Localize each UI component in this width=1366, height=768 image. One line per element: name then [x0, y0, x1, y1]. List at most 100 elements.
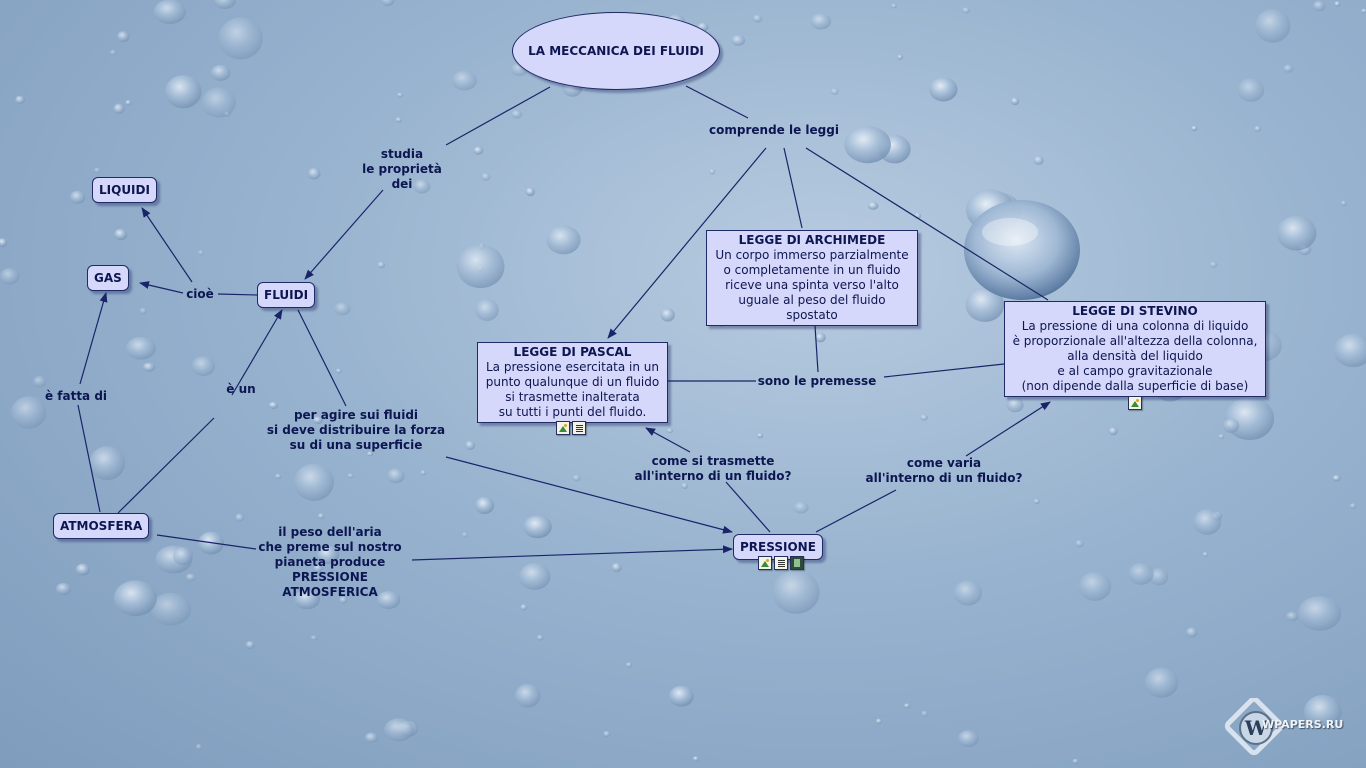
water-drop — [475, 496, 495, 515]
fluidi-node[interactable]: FLUIDI — [257, 282, 316, 308]
water-drop — [294, 463, 334, 501]
stevino-attachments — [1128, 396, 1142, 410]
pascal-attachments — [556, 421, 586, 435]
legge-archimede-box[interactable]: LEGGE DI ARCHIMEDE Un corpo immerso parz… — [706, 230, 918, 326]
water-drop — [245, 640, 255, 649]
water-drop — [195, 744, 203, 750]
legge-pascal-title: LEGGE DI PASCAL — [513, 345, 632, 359]
legge-pascal-box[interactable]: LEGGE DI PASCAL La pressione esercitata … — [477, 342, 668, 423]
water-drop — [481, 172, 491, 181]
water-drop — [666, 428, 674, 434]
legge-archimede-line: uguale al peso del fluido spostato — [738, 293, 886, 322]
water-drop — [611, 562, 622, 573]
image-icon[interactable] — [556, 421, 570, 435]
legge-pascal-line: su tutti i punti del fluido. — [498, 405, 647, 419]
water-drop — [473, 146, 484, 155]
water-drop — [660, 308, 675, 322]
link-label-comprende: comprende le leggi — [709, 123, 839, 137]
water-drop — [173, 546, 193, 566]
water-drop — [1209, 261, 1218, 268]
water-drop — [875, 718, 883, 724]
image-icon[interactable] — [1128, 396, 1142, 410]
water-drop — [15, 95, 25, 104]
water-drop — [810, 13, 832, 30]
water-drop — [109, 49, 117, 56]
water-drop — [294, 588, 320, 610]
water-drop — [511, 109, 522, 119]
water-drop — [165, 75, 202, 109]
water-drop — [890, 3, 897, 9]
water-drop — [395, 117, 403, 123]
water-drop — [1108, 427, 1118, 436]
water-drop — [921, 710, 929, 717]
water-drop — [756, 432, 764, 439]
svg-text:W: W — [1244, 716, 1268, 740]
legge-stevino-box[interactable]: LEGGE DI STEVINO La pressione di una col… — [1004, 301, 1266, 397]
pressione-attachments — [758, 556, 804, 570]
link-label-e-un: è un — [226, 382, 256, 396]
document-icon[interactable] — [774, 556, 788, 570]
water-drop — [339, 596, 348, 604]
water-drop — [380, 0, 395, 7]
liquidi-label: LIQUIDI — [99, 183, 150, 197]
liquidi-node[interactable]: LIQUIDI — [92, 177, 157, 203]
water-drop — [0, 238, 8, 247]
film-icon[interactable] — [790, 556, 804, 570]
water-drop — [1333, 333, 1366, 368]
document-icon[interactable] — [572, 421, 586, 435]
water-drop — [456, 244, 505, 289]
legge-archimede-title: LEGGE DI ARCHIMEDE — [738, 233, 886, 247]
water-drop — [126, 336, 156, 360]
water-drop — [953, 580, 983, 606]
water-drop — [475, 299, 499, 321]
water-drop — [201, 87, 236, 118]
water-drop — [1254, 9, 1291, 43]
water-drop — [376, 591, 401, 609]
water-drop — [903, 703, 911, 709]
water-drop — [310, 635, 318, 641]
water-drop — [1222, 418, 1240, 433]
water-drop — [347, 473, 354, 479]
water-drop — [1202, 551, 1209, 557]
water-drop — [914, 212, 922, 219]
water-drop — [692, 756, 699, 762]
gas-node[interactable]: GAS — [87, 265, 129, 291]
watermark-text: WPAPERS.RU — [1262, 718, 1344, 731]
water-drop — [32, 375, 47, 388]
water-drop — [603, 731, 611, 737]
legge-pascal-line: si trasmette inalterata — [505, 390, 640, 404]
water-drop — [731, 34, 746, 46]
water-drop — [125, 100, 132, 106]
water-drop — [268, 401, 279, 409]
water-drop — [1332, 474, 1341, 482]
water-drop — [1276, 215, 1317, 251]
water-drop — [814, 332, 826, 343]
water-drop — [546, 225, 581, 255]
water-drop — [11, 396, 47, 429]
water-drop — [464, 440, 476, 450]
image-icon[interactable] — [758, 556, 772, 570]
water-drop — [139, 307, 148, 315]
water-drop — [830, 88, 839, 95]
atmosfera-node[interactable]: ATMOSFERA — [53, 513, 150, 539]
root-concept-node[interactable]: LA MECCANICA DEI FLUIDI — [512, 12, 720, 90]
link-label-cioe: cioè — [186, 287, 214, 301]
water-drop — [1193, 509, 1222, 535]
water-drop — [117, 31, 130, 43]
water-drop — [536, 634, 544, 641]
water-drop — [1186, 627, 1198, 638]
water-drop — [191, 356, 216, 377]
water-drop — [772, 570, 820, 614]
water-drop — [844, 126, 891, 164]
pressione-node[interactable]: PRESSIONE — [733, 534, 823, 560]
water-drop — [377, 261, 386, 269]
water-drop — [218, 17, 263, 60]
water-drop — [197, 250, 205, 256]
water-drop — [210, 64, 231, 81]
water-drop — [413, 179, 431, 194]
water-drop — [93, 167, 101, 174]
